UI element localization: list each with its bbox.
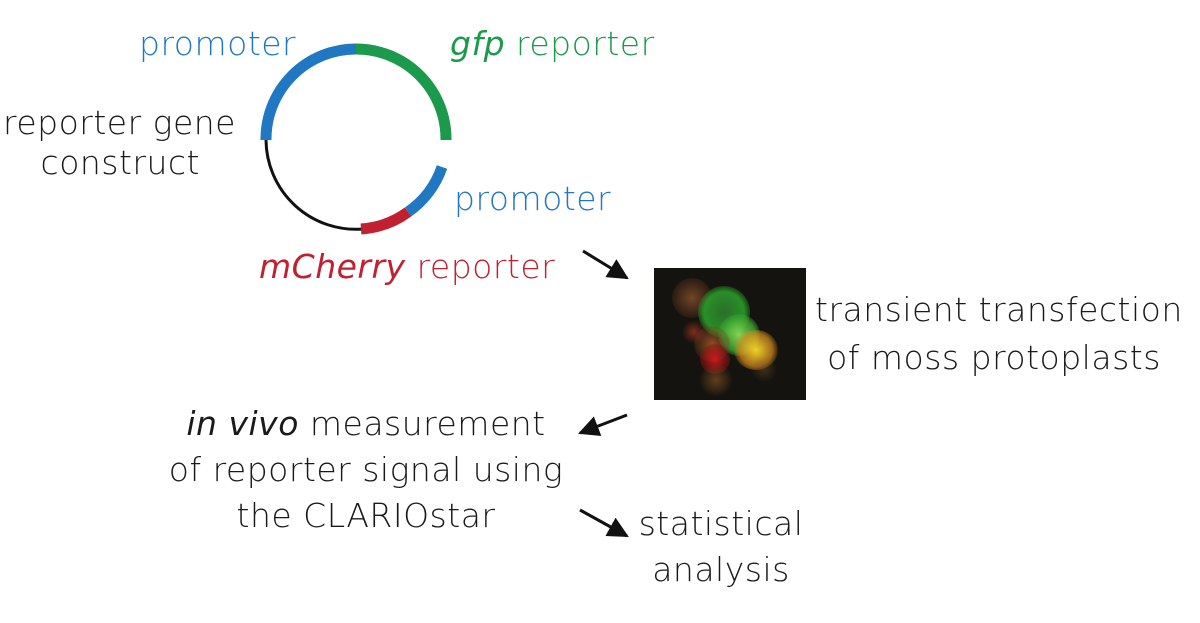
gfp-reporter-label: gfp reporter	[450, 24, 655, 64]
promoter-right-segment	[404, 165, 448, 217]
arrow-to-measurement	[578, 413, 628, 437]
gfp-rest: reporter	[505, 24, 655, 63]
mcherry-reporter-label: mCherry reporter	[259, 247, 555, 287]
gfp-segment	[355, 43, 452, 141]
measurement-line2: of reporter signal using	[168, 450, 564, 489]
protoplast-micrograph	[654, 268, 806, 400]
transfection-label: transient transfection of moss protoplas…	[815, 290, 1183, 378]
arrow-to-analysis	[579, 508, 629, 538]
measurement-line1: in vivo measurement	[186, 404, 546, 443]
construct-label-line2: construct	[40, 143, 200, 182]
backbone-arc	[264, 139, 364, 231]
analysis-line1: statistical	[638, 504, 804, 543]
mcherry-italic: mCherry	[259, 247, 406, 286]
promoter-top-segment	[260, 43, 357, 141]
arrow-to-transfection	[582, 249, 629, 280]
plasmid-circle	[260, 43, 452, 235]
transfection-line2: of moss protoplasts	[827, 338, 1161, 377]
in-vivo-italic: in vivo	[186, 404, 299, 443]
promoter-right-label: promoter	[454, 179, 612, 218]
mcherry-rest: reporter	[405, 247, 556, 286]
measurement-line3: the CLARIOstar	[236, 496, 496, 535]
construct-label-line1: reporter gene	[3, 103, 236, 142]
gfp-italic: gfp	[450, 24, 506, 63]
promoter-top-label: promoter	[139, 24, 297, 63]
measurement-label: in vivo measurement of reporter signal u…	[166, 404, 566, 536]
construct-label: reporter gene construct	[0, 103, 236, 183]
transfection-line1: transient transfection	[815, 290, 1183, 329]
analysis-label: statistical analysis	[634, 504, 808, 590]
mcherry-segment	[360, 207, 412, 235]
analysis-line2: analysis	[652, 550, 790, 589]
